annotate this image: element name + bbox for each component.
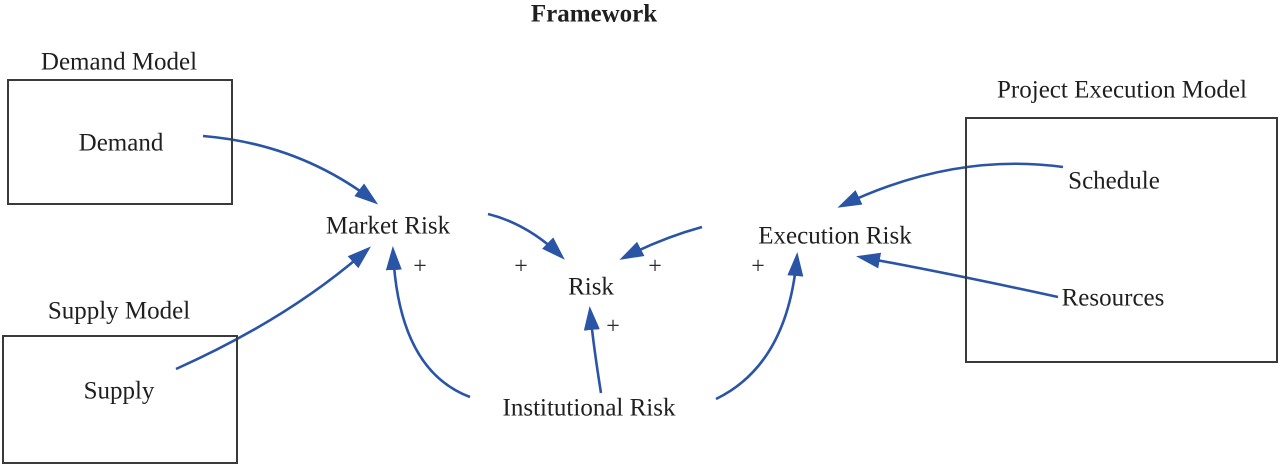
diagram-title: Framework xyxy=(530,0,658,28)
project-execution-model-label: Project Execution Model xyxy=(997,76,1247,104)
arrow-demand-to-market-risk xyxy=(202,134,379,205)
schedule-node: Schedule xyxy=(1068,167,1160,195)
arrow-schedule-to-execution xyxy=(837,162,1064,208)
polarity-sign-institutional-to-execution: + xyxy=(751,253,765,280)
arrow-market-risk-to-risk xyxy=(487,212,565,260)
arrow-supply-to-market-risk xyxy=(175,246,371,371)
risk-node: Risk xyxy=(568,273,614,301)
demand-model-label: Demand Model xyxy=(40,48,198,76)
project-execution-model-box xyxy=(965,117,1278,363)
supply-model-box xyxy=(2,335,238,464)
resources-node: Resources xyxy=(1061,284,1165,312)
supply-model-label: Supply Model xyxy=(47,297,191,325)
arrow-resources-to-execution xyxy=(856,252,1059,299)
supply-node: Supply xyxy=(83,377,155,405)
polarity-sign-institutional-to-risk: + xyxy=(606,313,620,340)
institutional-risk-node: Institutional Risk xyxy=(502,394,676,422)
arrow-institutional-to-market-risk xyxy=(385,246,471,399)
arrow-execution-risk-to-risk xyxy=(619,225,703,260)
demand-node: Demand xyxy=(78,129,164,157)
market-risk-node: Market Risk xyxy=(325,212,451,240)
polarity-sign-market-to-risk: + xyxy=(514,253,528,280)
polarity-sign-institutional-to-market: + xyxy=(413,253,427,280)
demand-model-box xyxy=(7,79,233,205)
execution-risk-node: Execution Risk xyxy=(758,222,912,250)
polarity-sign-execution-to-risk: + xyxy=(648,253,662,280)
arrow-institutional-to-execution xyxy=(715,252,804,401)
arrow-institutional-to-risk xyxy=(583,306,603,394)
